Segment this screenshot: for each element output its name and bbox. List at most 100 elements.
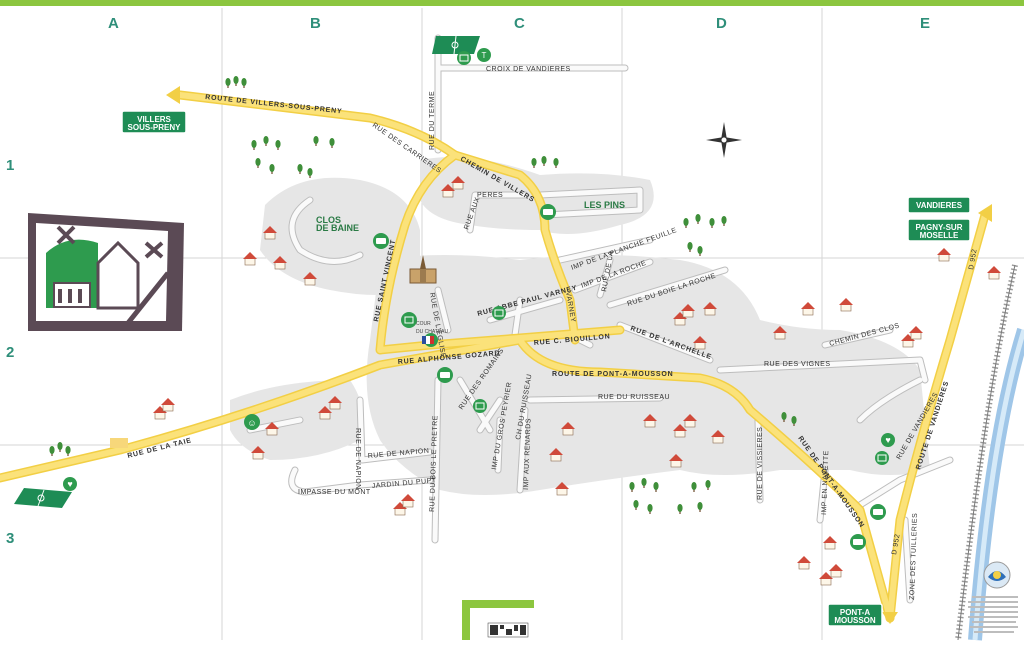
house-icon — [555, 482, 569, 496]
tree-icon — [695, 214, 701, 224]
house-icon — [839, 298, 853, 312]
tree-icon — [65, 446, 71, 456]
river — [968, 327, 1024, 641]
house-icon — [549, 448, 563, 462]
street-rue-ruisseau: RUE DU RUISSEAU — [598, 394, 670, 401]
tree-icon — [641, 478, 647, 488]
house-icon — [273, 256, 287, 270]
house-icon — [797, 556, 811, 570]
street-rue-napion: RUE DE NAPION — [354, 428, 361, 490]
house-icon — [711, 430, 725, 444]
bus-stop-icon — [437, 367, 453, 383]
house-icon — [251, 446, 265, 460]
street-jardin-pupt: JARDIN DU PUPT — [372, 477, 438, 490]
village-coat-of-arms-icon — [28, 213, 184, 331]
svg-text:T: T — [482, 51, 487, 60]
svg-text:♥: ♥ — [67, 479, 72, 489]
bus-stop-icon — [850, 534, 866, 550]
tree-icon — [709, 218, 715, 228]
tree-icon — [307, 168, 313, 178]
house-icon — [819, 572, 833, 586]
house-icon — [987, 266, 1001, 280]
marker — [110, 438, 128, 448]
row-header-1: 1 — [6, 157, 14, 174]
tree-icon — [251, 140, 257, 150]
railway-icon — [955, 264, 1018, 641]
street-d952-a: D 952 — [891, 533, 902, 555]
house-icon — [263, 226, 277, 240]
playground-icon — [875, 451, 889, 465]
street-route-pont: ROUTE DE PONT-A-MOUSSON — [552, 371, 673, 378]
tree-icon — [791, 416, 797, 426]
house-icon — [669, 454, 683, 468]
house-icon — [683, 414, 697, 428]
bottom-bracket — [462, 600, 534, 640]
house-icon — [318, 406, 332, 420]
tree-icon — [225, 78, 231, 88]
street-croix-de-vandieres: CROIX DE VANDIERES — [486, 66, 571, 73]
house-icon — [823, 536, 837, 550]
house-icon — [303, 272, 317, 286]
area-les-pins: LES PINS — [584, 200, 625, 210]
house-icon — [829, 564, 843, 578]
tree-icon — [233, 76, 239, 86]
tree-icon — [683, 218, 689, 228]
tree-icon — [691, 482, 697, 492]
bus-stop-icon — [373, 233, 389, 249]
river-inner — [972, 329, 1024, 641]
col-header-a: A — [108, 15, 119, 32]
publisher-credits — [968, 596, 1018, 633]
playground-icon: ☺ — [244, 414, 260, 430]
flag-icon — [422, 336, 434, 344]
qr-code-icon[interactable] — [487, 622, 529, 638]
football-pitch-icon — [432, 35, 480, 55]
tree-icon — [553, 158, 559, 168]
health-icon: ♥ — [881, 433, 895, 447]
street-zone-tuilleries: ZONE DES TUILLERIES — [909, 513, 919, 600]
arrow-villers — [166, 86, 180, 104]
bus-stop-icon — [540, 204, 556, 220]
house-icon — [161, 398, 175, 412]
col-header-d: D — [716, 15, 727, 32]
street-rue-vissieres: RUE DE VISSIERES — [757, 427, 764, 500]
urban-zones — [230, 157, 931, 495]
tree-icon — [781, 412, 787, 422]
houses — [153, 176, 1001, 586]
publisher-logo-icon — [983, 561, 1011, 589]
house-icon — [693, 336, 707, 350]
street-rue-du-terme: RUE DU TERME — [429, 91, 436, 150]
bus-stop-icon — [870, 504, 886, 520]
house-icon — [703, 302, 717, 316]
tree-icon — [697, 502, 703, 512]
house-icon — [643, 414, 657, 428]
tree-icon — [329, 138, 335, 148]
row-header-2: 2 — [6, 344, 14, 361]
tree-icon — [531, 158, 537, 168]
col-header-c: C — [514, 15, 525, 32]
tree-icon — [629, 482, 635, 492]
poi-icons: T ♥ ☺ ♥ ♥ — [63, 48, 895, 550]
main-roads — [0, 86, 992, 624]
house-icon — [451, 176, 465, 190]
playground-icon — [401, 312, 417, 328]
sign-vandieres[interactable]: VANDIERES — [907, 196, 971, 214]
house-icon — [243, 252, 257, 266]
tree-icon — [697, 246, 703, 256]
health-icon: ♥ — [63, 477, 77, 491]
tree-icon — [255, 158, 261, 168]
tree-icon — [297, 164, 303, 174]
tree-icon — [313, 136, 319, 146]
svg-text:♥: ♥ — [885, 435, 890, 445]
tree-icon — [687, 242, 693, 252]
tree-icon — [57, 442, 63, 452]
tree-icon — [541, 156, 547, 166]
tree-icon — [275, 140, 281, 150]
house-icon — [441, 184, 455, 198]
